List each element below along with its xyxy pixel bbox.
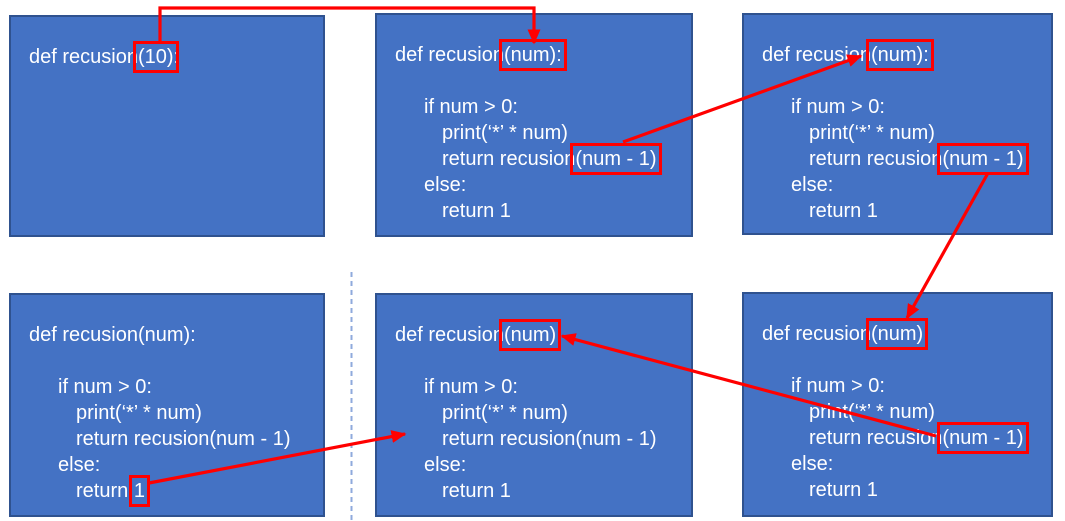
code-line: return recusion(num - 1) xyxy=(442,143,691,175)
code-text: if num > 0: xyxy=(58,376,152,398)
highlight-token: (num) xyxy=(498,319,562,351)
code-frame-base-case: def recusion(num): if num > 0: print(‘*’ … xyxy=(9,293,325,517)
code-text: def recusion(num): xyxy=(29,324,196,346)
code-text: : xyxy=(556,324,562,346)
code-line xyxy=(29,348,323,374)
code-line: def recusion(num): xyxy=(395,39,691,71)
code-text: return recusion xyxy=(809,148,943,170)
code-text: return 1 xyxy=(442,480,511,502)
highlight-token: (num): xyxy=(498,39,567,71)
code-line xyxy=(395,68,691,94)
code-line: print(‘*’ * num) xyxy=(809,399,1051,425)
code-text: : xyxy=(173,46,180,68)
code-line: return 1 xyxy=(76,475,323,507)
code-line: return recusion(num - 1) xyxy=(809,143,1051,175)
code-line xyxy=(762,347,1051,373)
code-text: if num > 0: xyxy=(791,375,885,397)
code-line: return 1 xyxy=(809,477,1051,503)
code-text: return xyxy=(76,480,134,502)
code-text: print(‘*’ * num) xyxy=(809,401,935,423)
code-line: return recusion(num - 1) xyxy=(442,426,691,452)
code-line: else: xyxy=(424,172,691,198)
code-text: else: xyxy=(791,174,834,196)
code-line: else: xyxy=(791,172,1051,198)
code-text: return recusion xyxy=(809,427,943,449)
code-text: : xyxy=(923,323,929,345)
code-line: def recusion(num): xyxy=(762,318,1051,350)
code-line: else: xyxy=(791,451,1051,477)
code-line: return 1 xyxy=(442,198,691,224)
code-text: else: xyxy=(58,454,101,476)
code-text: return 1 xyxy=(442,200,511,222)
code-line: return recusion(num - 1) xyxy=(809,422,1051,454)
code-text: def recusion xyxy=(29,46,138,68)
code-text: def recusion xyxy=(395,324,504,346)
code-frame-call-depth-2: def recusion(num): if num > 0: print(‘*’ … xyxy=(742,13,1053,235)
code-line xyxy=(395,348,691,374)
code-text: if num > 0: xyxy=(791,96,885,118)
code-text: if num > 0: xyxy=(424,376,518,398)
code-line: return recusion(num - 1) xyxy=(76,426,323,452)
code-frame-return-depth-1: def recusion(num): if num > 0: print(‘*’ … xyxy=(375,293,693,517)
code-text: else: xyxy=(791,453,834,475)
code-text: def recusion xyxy=(395,44,504,66)
code-line: def recusion(num): xyxy=(762,39,1051,71)
code-line: def recusion(num): xyxy=(29,322,323,348)
code-frame-call-depth-1: def recusion(num): if num > 0: print(‘*’ … xyxy=(375,13,693,237)
code-line: return 1 xyxy=(442,478,691,504)
code-text: return recusion(num - 1) xyxy=(76,428,291,450)
code-text: return 1 xyxy=(809,479,878,501)
code-line: return 1 xyxy=(809,198,1051,224)
code-text: def recusion xyxy=(762,44,871,66)
code-line: if num > 0: xyxy=(58,374,323,400)
code-text: print(‘*’ * num) xyxy=(809,122,935,144)
highlight-token: (num): xyxy=(865,39,934,71)
code-text: print(‘*’ * num) xyxy=(442,402,568,424)
code-frame-return-depth-2: def recusion(num): if num > 0: print(‘*’ … xyxy=(742,292,1053,517)
code-line: print(‘*’ * num) xyxy=(442,400,691,426)
code-line: def recusion(10): xyxy=(29,41,323,73)
highlight-token: (num - 1) xyxy=(570,143,662,175)
code-line: print(‘*’ * num) xyxy=(442,120,691,146)
code-text: return recusion(num - 1) xyxy=(442,428,657,450)
highlight-token: (10) xyxy=(133,41,179,73)
code-text: if num > 0: xyxy=(424,96,518,118)
highlight-token: 1 xyxy=(128,475,150,507)
code-line: else: xyxy=(58,452,323,478)
code-text: else: xyxy=(424,454,467,476)
highlight-token: (num - 1) xyxy=(937,143,1029,175)
highlight-token: (num - 1) xyxy=(937,422,1029,454)
code-line xyxy=(762,68,1051,94)
highlight-token: (num) xyxy=(865,318,929,350)
code-line: print(‘*’ * num) xyxy=(76,400,323,426)
code-line: print(‘*’ * num) xyxy=(809,120,1051,146)
code-line: if num > 0: xyxy=(424,374,691,400)
code-line: if num > 0: xyxy=(791,94,1051,120)
code-line: def recusion(num): xyxy=(395,319,691,351)
code-line: else: xyxy=(424,452,691,478)
code-line: if num > 0: xyxy=(424,94,691,120)
code-text: print(‘*’ * num) xyxy=(442,122,568,144)
code-text: else: xyxy=(424,174,467,196)
code-line: if num > 0: xyxy=(791,373,1051,399)
code-text: def recusion xyxy=(762,323,871,345)
code-text: return recusion xyxy=(442,148,576,170)
code-text: print(‘*’ * num) xyxy=(76,402,202,424)
code-frame-initial-call: def recusion(10): xyxy=(9,15,325,237)
code-text: return 1 xyxy=(809,200,878,222)
